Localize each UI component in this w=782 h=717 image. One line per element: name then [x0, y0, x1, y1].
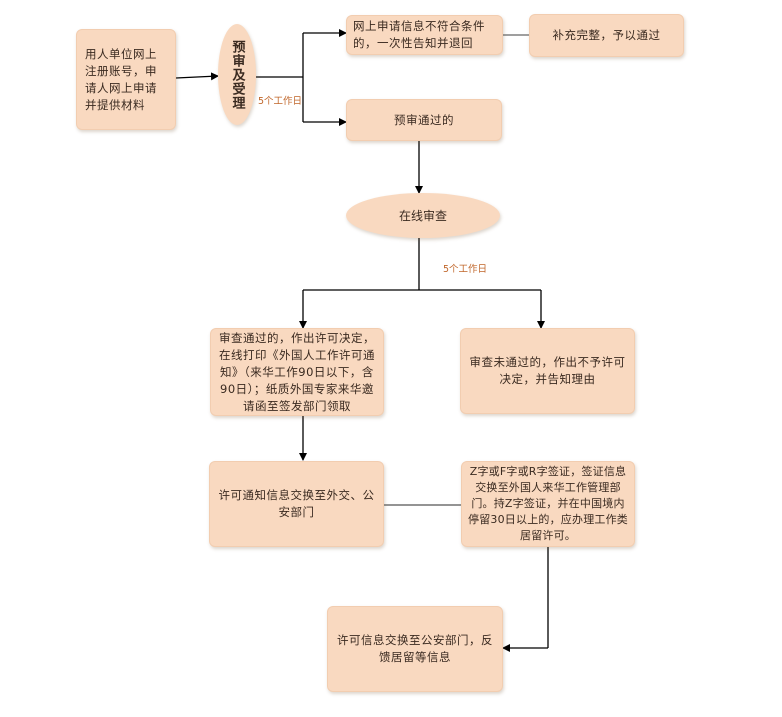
- label-days-2: 5个工作日: [443, 264, 488, 275]
- node-supplement-text: 补充完整，予以通过: [552, 28, 661, 42]
- node-rejected-text: 审查未通过的，作出不予许可决定，并告知理由: [469, 355, 626, 386]
- node-supplement: 补充完整，予以通过: [529, 14, 684, 57]
- node-prereview: 预审及受理: [218, 24, 256, 125]
- node-online-review-text: 在线审查: [398, 209, 447, 223]
- node-register-text: 用人单位网上注册账号，申请人网上申请并提供材料: [85, 46, 157, 112]
- node-notmeet-text: 网上申请信息不符合条件的，一次性告知并退回: [353, 19, 485, 50]
- arrow-register-to-prereview: [175, 72, 219, 81]
- node-passed-text: 预审通过的: [394, 112, 454, 127]
- node-online-review: 在线审查: [346, 193, 500, 238]
- node-notmeet: 网上申请信息不符合条件的，一次性告知并退回: [346, 15, 503, 55]
- node-residence: 许可信息交换至公安部门，反馈居留等信息: [327, 606, 503, 692]
- node-rejected: 审查未通过的，作出不予许可决定，并告知理由: [460, 328, 635, 414]
- node-register: 用人单位网上注册账号，申请人网上申请并提供材料: [76, 29, 176, 130]
- node-visa-text: Z字或F字或R字签证，签证信息交换至外国人来华工作管理部门。持Z字签证，并在中国…: [468, 465, 628, 542]
- node-approved: 审查通过的，作出许可决定，在线打印《外国人工作许可通知》（来华工作90日以下，含…: [210, 328, 384, 416]
- node-exchange-text: 许可通知信息交换至外交、公安部门: [218, 488, 375, 519]
- node-visa: Z字或F字或R字签证，签证信息交换至外国人来华工作管理部门。持Z字签证，并在中国…: [461, 461, 635, 547]
- node-exchange: 许可通知信息交换至外交、公安部门: [209, 461, 384, 547]
- node-approved-text: 审查通过的，作出许可决定，在线打印《外国人工作许可通知》（来华工作90日以下，含…: [219, 330, 375, 413]
- label-days-1: 5个工作日: [258, 96, 303, 107]
- node-prereview-text: 预审及受理: [229, 39, 245, 110]
- node-passed: 预审通过的: [346, 99, 502, 141]
- node-residence-text: 许可信息交换至公安部门，反馈居留等信息: [337, 633, 493, 664]
